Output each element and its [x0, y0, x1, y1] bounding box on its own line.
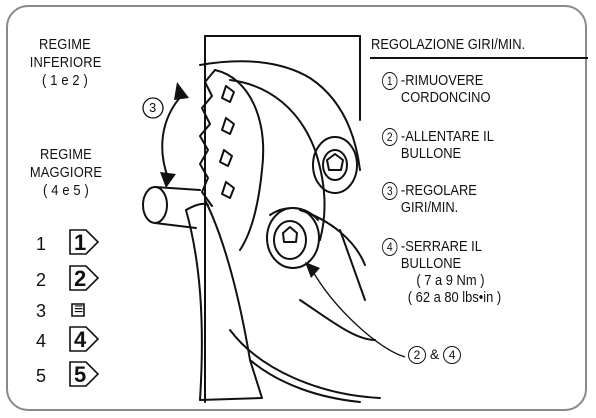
instructions-title: REGOLAZIONE GIRI/MIN.: [371, 36, 526, 53]
low-regime-label: REGIME INFERIORE ( 1 e 2 ): [29, 36, 102, 89]
step-number: 3: [382, 182, 398, 200]
high-regime-label: REGIME MAGGIORE ( 4 e 5 ): [29, 146, 103, 199]
gear-number: 2: [36, 270, 47, 290]
rotation-arrow: [161, 94, 183, 179]
rotation-arrow-label: 3: [149, 100, 157, 115]
step-number: 1: [382, 72, 398, 90]
gear-number: 3: [36, 301, 47, 321]
gear-number: 4: [36, 331, 47, 351]
cam-wheel: [214, 69, 265, 251]
step-number: 2: [382, 128, 398, 146]
callout-leader: [311, 269, 406, 358]
gear-number: 5: [36, 366, 47, 386]
bolt-callout: 2 & 4: [408, 346, 462, 364]
title-underline: [370, 57, 588, 59]
gear-number: 1: [36, 234, 47, 254]
step-number: 4: [382, 238, 398, 256]
shift-lever: [204, 199, 263, 399]
